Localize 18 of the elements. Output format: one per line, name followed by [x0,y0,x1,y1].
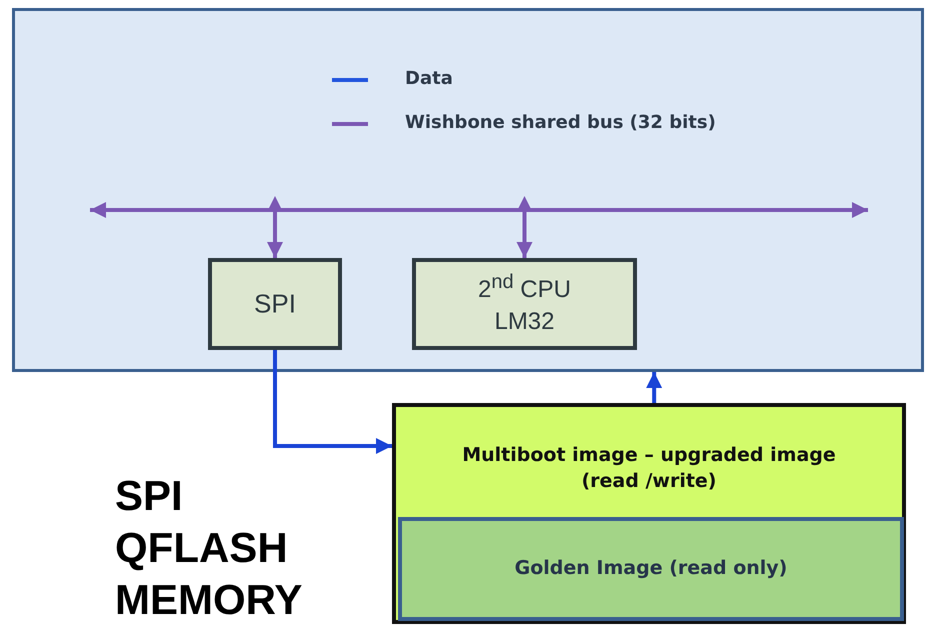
device-label: SPI QFLASH MEMORY [115,471,304,625]
arrow [273,350,392,454]
double-arrow [267,196,283,258]
box-label: SPI [254,288,296,318]
memory-region-box [392,403,906,624]
box-label: Golden Image (read only) [514,557,788,580]
board-panel [12,8,924,372]
legend-text: Data [405,68,453,89]
double-arrow [516,196,532,258]
box-label: Multiboot image – upgraded image (read /write) [462,444,836,492]
arrow [646,372,662,403]
module-box [208,258,342,350]
bus-arrowhead [90,202,112,218]
bus-arrowhead [846,202,868,218]
memory-region-box [398,517,904,621]
box-label: 2$^{nd}$ CPU LM32 [478,276,571,336]
module-box [412,258,637,350]
legend-text: Wishbone shared bus (32 bits) [405,112,716,133]
